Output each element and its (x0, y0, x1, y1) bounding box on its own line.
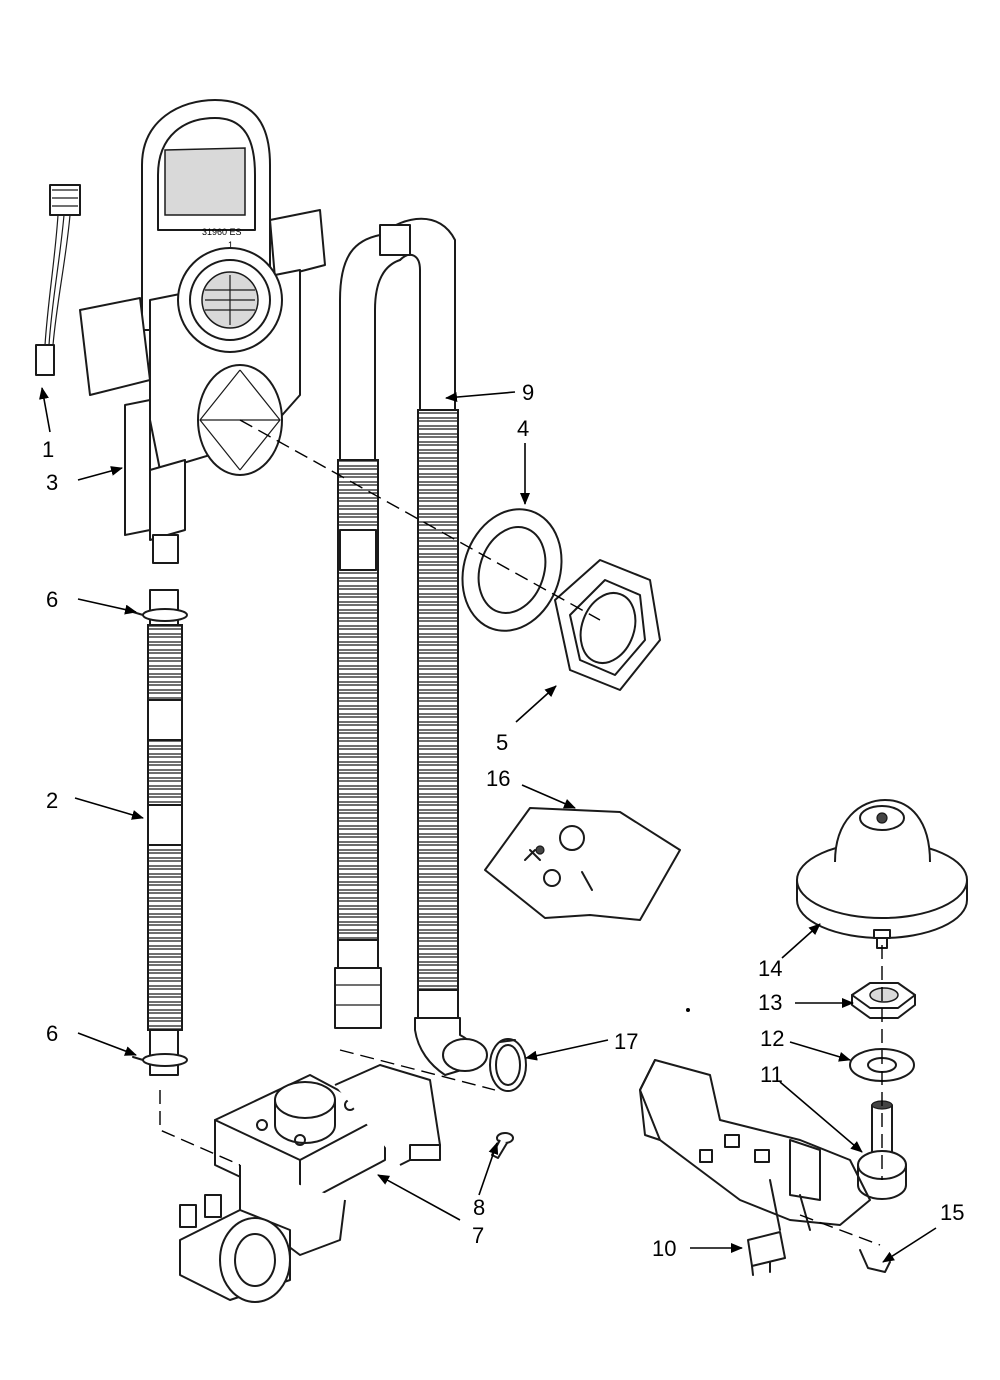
float-switch-bracket-part (639, 1059, 871, 1231)
hose-clamp-lower-part (132, 1053, 188, 1067)
callout-10: 10 (652, 1236, 676, 1261)
centerline-switch-to-clip (799, 1214, 881, 1246)
callout-4: 4 (517, 416, 529, 441)
hose-clamp-upper-part (132, 608, 188, 622)
hex-nut-part (851, 982, 916, 1019)
callout-labels: 1 2 3 4 5 6 6 7 8 9 10 11 12 13 14 15 16… (42, 380, 964, 1261)
pump-motor-part (179, 1064, 441, 1303)
callout-8: 8 (473, 1195, 485, 1220)
hex-flange-part (554, 559, 661, 691)
micro-switch-part (747, 1231, 786, 1276)
molded-part-index-text: 1 (228, 240, 233, 250)
callout-6-upper: 6 (46, 587, 58, 612)
callout-11: 11 (760, 1062, 783, 1087)
pump-housing-part: 31960 ES 1 (79, 99, 326, 564)
centerline-drain-hose-to-pump (159, 1090, 241, 1166)
callout-6-lower: 6 (46, 1021, 58, 1046)
centerline-pump-to-hose (339, 1049, 496, 1091)
callout-3: 3 (46, 470, 58, 495)
centerline-housing-to-flange (239, 419, 601, 621)
callout-9: 9 (522, 380, 534, 405)
callout-1: 1 (42, 437, 54, 462)
wire-harness-part (35, 184, 81, 376)
molded-part-number-text: 31960 ES (202, 227, 242, 237)
callout-2: 2 (46, 788, 58, 813)
leader-arrows (39, 387, 937, 1263)
assembly-centerlines (159, 419, 883, 1246)
gasket-ring-part (461, 508, 563, 632)
callout-12: 12 (760, 1026, 784, 1051)
spring-clamp-part (489, 1038, 527, 1092)
callout-17: 17 (614, 1029, 638, 1054)
float-cap-part (796, 799, 968, 949)
screw-part (491, 1132, 514, 1159)
hardware-bag-part (484, 807, 681, 921)
spring-clip-part (859, 1249, 891, 1273)
callout-14: 14 (758, 956, 782, 981)
callout-16: 16 (486, 766, 510, 791)
circulation-hose-part (334, 217, 488, 1076)
callout-15: 15 (940, 1200, 964, 1225)
callout-13: 13 (758, 990, 782, 1015)
callout-5: 5 (496, 730, 508, 755)
washer-part (849, 1048, 915, 1082)
callout-7: 7 (472, 1223, 484, 1248)
drain-hose-part (147, 589, 183, 1076)
